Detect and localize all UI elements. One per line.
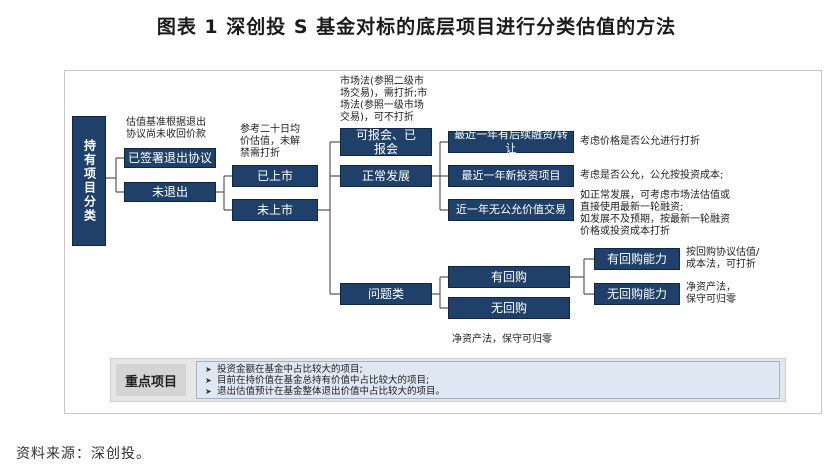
note-new-investment: 考虑是否公允，公允按投资成本;: [580, 170, 760, 182]
list-item: ➤ 目前在持价值在基金总持有价值中占比较大的项目;: [205, 375, 771, 386]
note-line: 如发展不及预期，按最新一轮融资: [580, 214, 730, 225]
note-line: 如正常发展，可考虑市场法估值或: [580, 190, 730, 201]
root-holding-classification: 持有项目分类: [72, 116, 106, 246]
node-normal-development: 正常发展: [340, 165, 432, 187]
key-projects-list: ➤ 投资金额在基金中占比较大的项目; ➤ 目前在持价值在基金总持有价值中占比较大…: [196, 361, 780, 399]
arrow-bullet-icon: ➤: [205, 376, 212, 385]
note-no-buyback: 净资产法，保守可归零: [452, 334, 592, 346]
note-line: 交易)，可不打折: [340, 112, 414, 123]
list-item-text: 目前在持价值在基金总持有价值中占比较大的项目;: [217, 375, 430, 386]
note-followon: 考虑价格是否公允进行打折: [580, 136, 750, 148]
list-item: ➤ 投资金额在基金中占比较大的项目;: [205, 364, 771, 375]
note-line: 净资产法，保守可归零: [452, 334, 552, 345]
note-has-capability: 按回购协议估值/ 成本法，可打折: [686, 247, 786, 271]
note-filing: 市场法(参照二级市 场交易)，需打折;市 场法(参照一级市场 交易)，可不打折: [340, 76, 440, 124]
note-line: 考虑价格是否公允进行打折: [580, 136, 700, 147]
note-line: 市场法(参照二级市: [340, 76, 424, 87]
note-line: 参考二十日均: [240, 124, 300, 135]
list-item: ➤ 退出估值预计在基金整体退出价值中占比较大的项目。: [205, 386, 771, 397]
node-followon-financing: 最近一年有后续融资/转让: [448, 128, 574, 155]
node-listed: 已上市: [232, 165, 318, 187]
note-line: 场法(参照一级市场: [340, 100, 424, 111]
note-line: 净资产法，: [686, 282, 736, 293]
note-no-fair-value: 如正常发展，可考虑市场法估值或 直接使用最新一轮融资; 如发展不及预期，按最新一…: [580, 190, 780, 238]
note-line: 直接使用最新一轮融资;: [580, 202, 684, 213]
note-line: 价格或投资成本打折: [580, 226, 670, 237]
note-line: 价估值，未解: [240, 136, 300, 147]
node-no-buyback: 无回购: [448, 297, 570, 319]
node-has-buyback-capability: 有回购能力: [594, 248, 680, 270]
note-line: 考虑是否公允，公允按投资成本;: [580, 170, 724, 181]
key-projects-label: 重点项目: [116, 364, 186, 396]
node-exit-agreement-signed: 已签署退出协议: [124, 148, 216, 168]
node-unlisted: 未上市: [232, 199, 318, 221]
note-line: 成本法，可打折: [686, 259, 756, 270]
node-new-investment: 最近一年新投资项目: [448, 165, 574, 187]
source-note: 资料来源：深创投。: [16, 446, 151, 462]
arrow-bullet-icon: ➤: [205, 365, 212, 374]
arrow-bullet-icon: ➤: [205, 387, 212, 396]
note-line: 禁需打折: [240, 148, 280, 159]
node-not-exited: 未退出: [124, 182, 216, 202]
node-no-fair-value-trade: 近一年无公允价值交易: [448, 199, 574, 221]
note-line: 按回购协议估值/: [686, 247, 760, 258]
figure-title: 图表 1 深创投 S 基金对标的底层项目进行分类估值的方法: [156, 16, 677, 38]
note-no-capability: 净资产法， 保守可归零: [686, 282, 786, 306]
node-has-buyback: 有回购: [448, 266, 570, 288]
list-item-text: 退出估值预计在基金整体退出价值中占比较大的项目。: [217, 386, 446, 397]
note-line: 协议尚未收回价款: [126, 129, 206, 140]
note-listed: 参考二十日均 价估值，未解 禁需打折: [240, 124, 320, 160]
node-filing-label: 可报会、已报会: [356, 128, 417, 156]
note-line: 场交易)，需打折;市: [340, 88, 428, 99]
list-item-text: 投资金额在基金中占比较大的项目;: [217, 364, 363, 375]
node-problem: 问题类: [340, 283, 432, 305]
diagram-frame: [64, 70, 822, 414]
note-line: 保守可归零: [686, 294, 736, 305]
node-filing: 可报会、已报会: [340, 128, 432, 156]
node-no-buyback-capability: 无回购能力: [594, 283, 680, 305]
note-line: 估值基准根据退出: [126, 117, 206, 128]
note-exit-agreement: 估值基准根据退出 协议尚未收回价款: [126, 117, 226, 141]
